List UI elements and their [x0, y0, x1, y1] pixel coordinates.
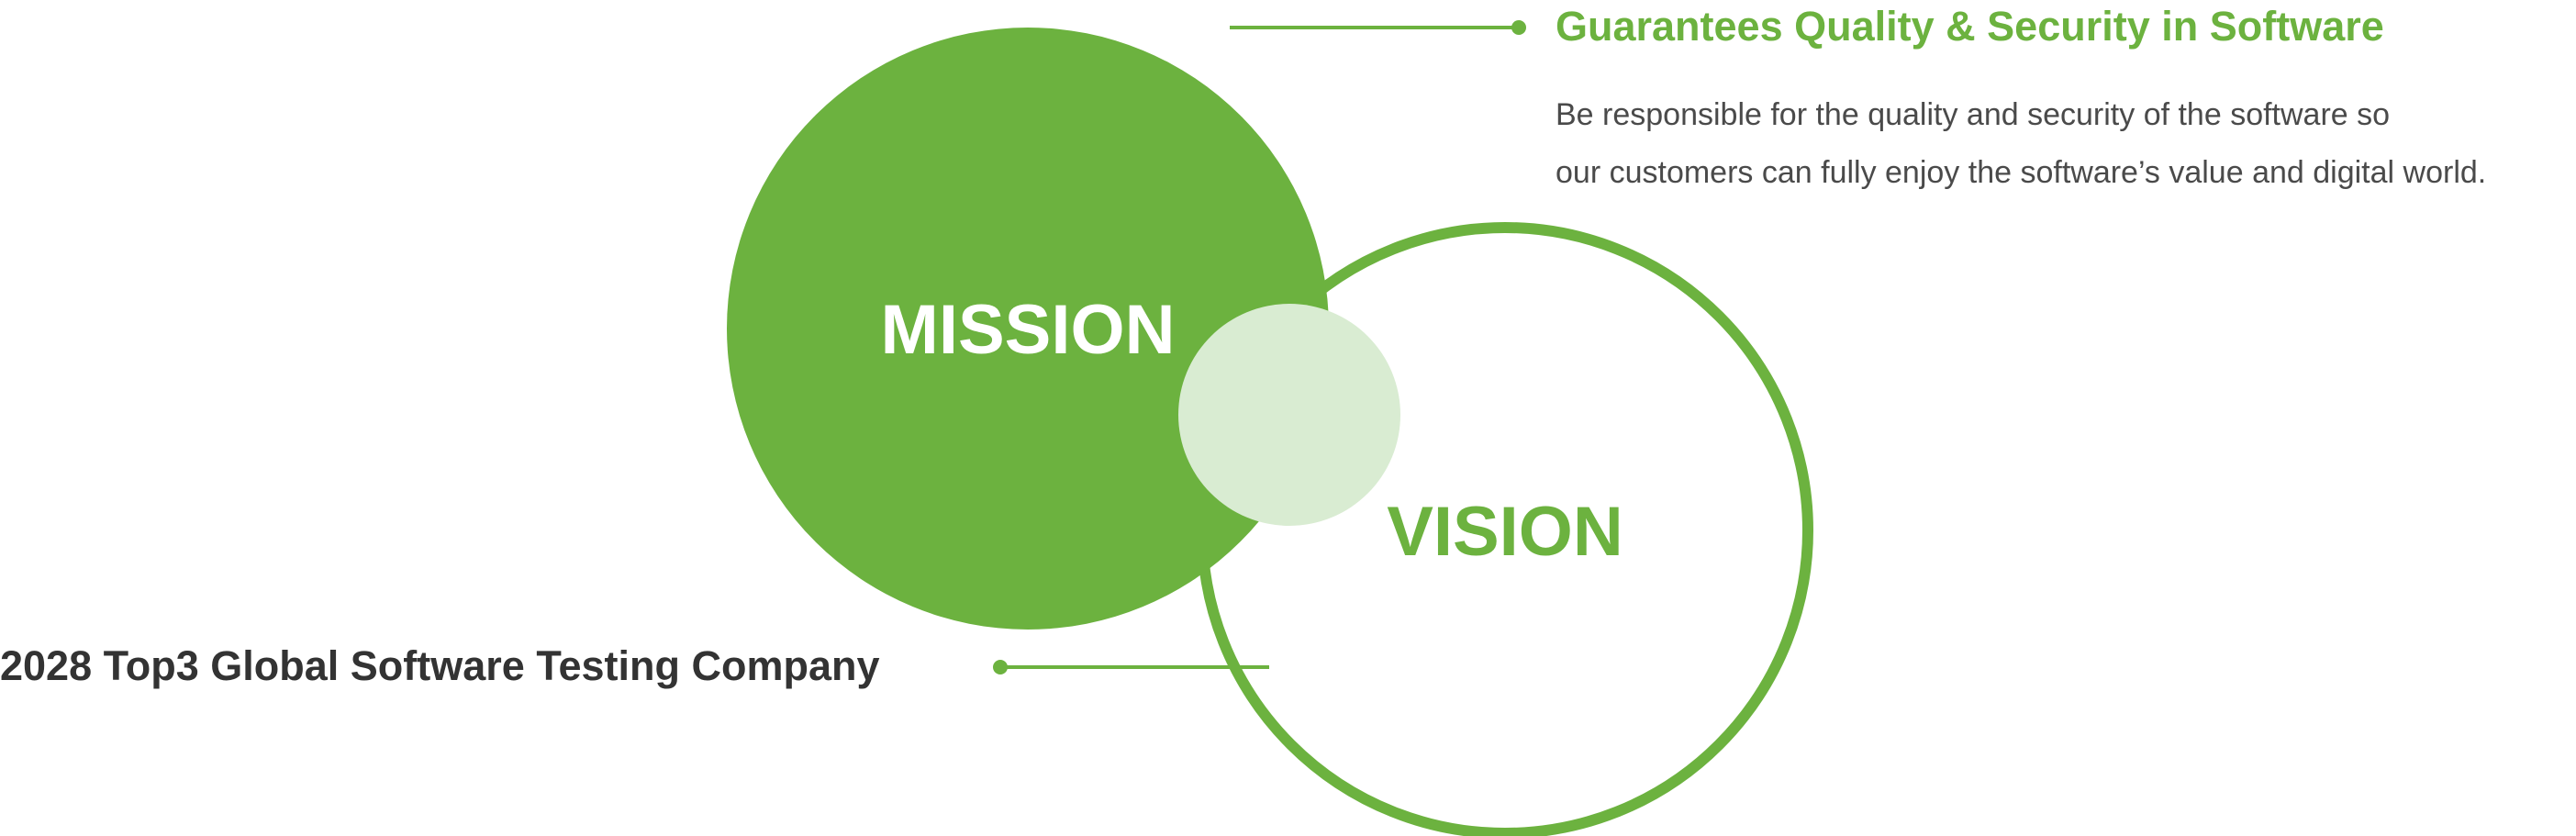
mission-connector	[1230, 20, 1526, 35]
vision-connector-dot	[993, 660, 1008, 674]
mission-circle	[727, 28, 1329, 630]
overlap-circle	[1178, 304, 1400, 526]
mission-heading: Guarantees Quality & Security in Softwar…	[1556, 3, 2384, 50]
mission-description-line-2: our customers can fully enjoy the softwa…	[1556, 155, 2486, 190]
vision-connector	[993, 660, 1269, 674]
vision-label: VISION	[1387, 493, 1623, 571]
mission-label: MISSION	[881, 291, 1176, 369]
mission-description-line-1: Be responsible for the quality and secur…	[1556, 97, 2390, 132]
vision-heading: 2028 Top3 Global Software Testing Compan…	[0, 642, 880, 689]
mission-connector-dot	[1511, 20, 1526, 35]
